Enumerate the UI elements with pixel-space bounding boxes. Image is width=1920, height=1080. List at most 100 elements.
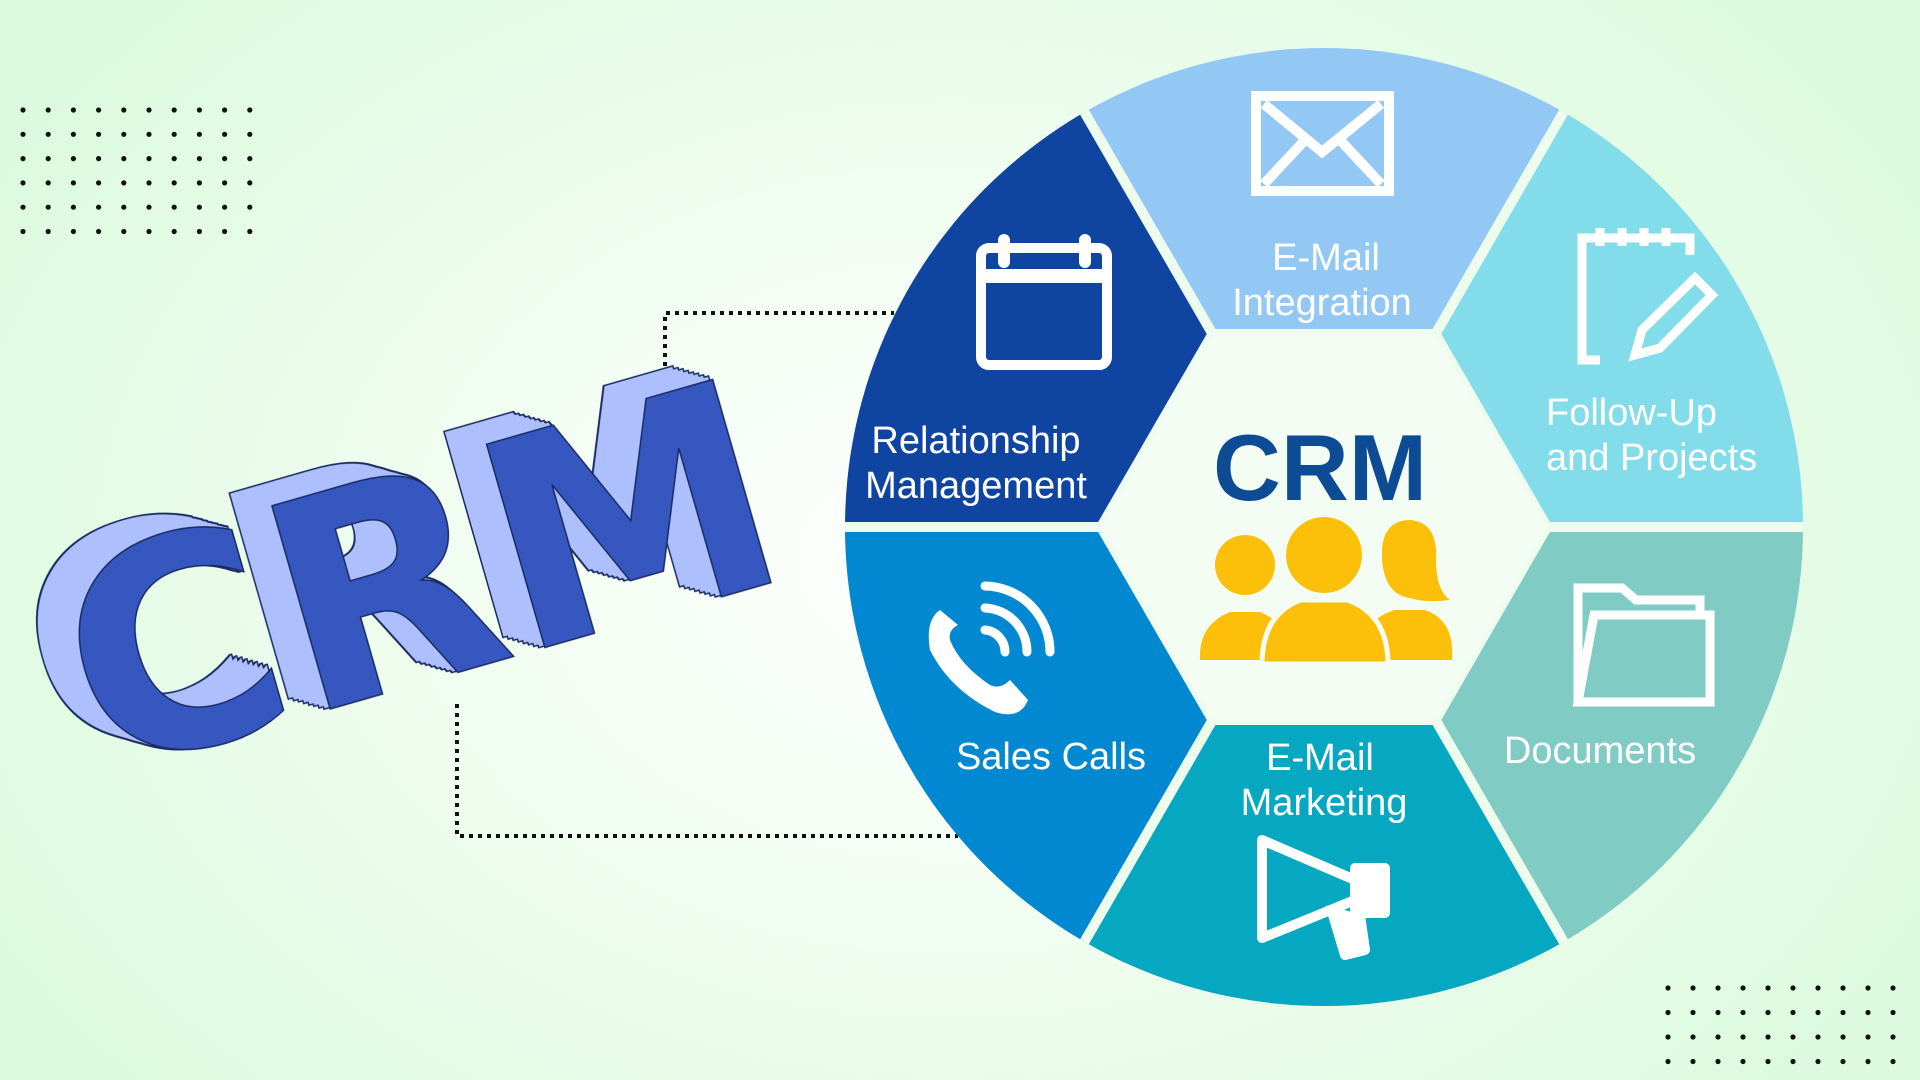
grid-dot (1665, 985, 1671, 991)
grid-dot (45, 131, 51, 137)
grid-dot (1840, 1009, 1846, 1016)
grid-dot (1890, 1058, 1896, 1065)
grid-dot (247, 228, 253, 235)
grid-dot (1690, 1034, 1696, 1040)
grid-dot (1715, 1034, 1721, 1040)
label-documents: Documents (1504, 730, 1696, 772)
label-line: Relationship (871, 420, 1080, 462)
grid-dot (1765, 1034, 1771, 1040)
grid-dot (121, 228, 127, 235)
grid-dot (20, 107, 26, 113)
label-line: E-Mail (1266, 737, 1374, 779)
hero-title: CRM (26, 318, 816, 842)
label-email-integration: E-Mail Integration (1232, 237, 1412, 324)
grid-dot (222, 204, 228, 210)
grid-dot (96, 180, 102, 186)
label-line: Follow-Up (1546, 392, 1717, 434)
grid-dot (1865, 1009, 1871, 1016)
grid-dot (121, 156, 127, 162)
crm-wheel (845, 48, 1920, 1080)
grid-dot (1815, 1009, 1821, 1016)
grid-dot (70, 156, 76, 162)
grid-dot (20, 131, 26, 137)
grid-dot (222, 228, 228, 235)
label-line: Management (865, 465, 1087, 507)
grid-dot (20, 180, 26, 186)
calendar-icon (976, 234, 1112, 370)
folder-icon (1572, 583, 1715, 707)
people-icon (1199, 517, 1453, 667)
hero-3d-crm-text: CRM (25, 317, 816, 842)
grid-dot (1740, 1009, 1746, 1016)
grid-dot (1740, 1058, 1746, 1065)
grid-dot (45, 156, 51, 162)
grid-dot (45, 180, 51, 186)
grid-dot (1840, 1034, 1846, 1040)
grid-dot (1790, 985, 1796, 991)
grid-dot (70, 228, 76, 235)
grid-dot (96, 131, 102, 137)
grid-dot (70, 204, 76, 210)
label-sales-calls: Sales Calls (956, 736, 1146, 778)
grid-dot (1765, 985, 1771, 991)
grid-dot (1815, 1058, 1821, 1065)
grid-dot (45, 228, 51, 235)
grid-dot (20, 228, 26, 235)
grid-dot (1815, 1034, 1821, 1040)
grid-dot (247, 107, 253, 113)
grid-dot (1765, 1009, 1771, 1016)
grid-dot (1890, 1009, 1896, 1016)
grid-dot (1790, 1058, 1796, 1065)
megaphone-icon (1257, 835, 1390, 960)
notepad-pencil-icon (1577, 228, 1719, 365)
grid-dot (1790, 1034, 1796, 1040)
grid-dot (1815, 985, 1821, 991)
grid-dot (196, 156, 202, 162)
label-email-marketing: E-Mail Marketing (1241, 737, 1408, 824)
grid-dot (1765, 1058, 1771, 1065)
label-line: and Projects (1546, 437, 1757, 479)
dot-grid-top-left (20, 107, 253, 235)
grid-dot (247, 204, 253, 210)
grid-dot (1690, 985, 1696, 991)
grid-dot (96, 228, 102, 235)
grid-dot (1665, 1009, 1671, 1016)
grid-dot (1665, 1058, 1671, 1065)
segment-documents[interactable] (1429, 522, 1920, 1080)
grid-dot (1715, 985, 1721, 991)
grid-dot (171, 156, 177, 162)
grid-dot (1840, 985, 1846, 991)
grid-dot (196, 228, 202, 235)
grid-dot (1740, 1034, 1746, 1040)
grid-dot (247, 180, 253, 186)
grid-dot (1890, 1034, 1896, 1040)
label-follow-up: Follow-Up and Projects (1546, 392, 1757, 479)
envelope-icon (1251, 91, 1394, 196)
grid-dot (222, 156, 228, 162)
grid-dot (247, 131, 253, 137)
grid-dot (70, 180, 76, 186)
grid-dot (1865, 1034, 1871, 1040)
grid-dot (96, 156, 102, 162)
grid-dot (146, 107, 152, 113)
grid-dot (222, 180, 228, 186)
grid-dot (1715, 1009, 1721, 1016)
grid-dot (70, 131, 76, 137)
grid-dot (1690, 1009, 1696, 1016)
grid-dot (222, 107, 228, 113)
label-line: Integration (1232, 282, 1412, 324)
phone-icon (928, 581, 1055, 715)
label-line: E-Mail (1272, 237, 1380, 279)
grid-dot (196, 107, 202, 113)
grid-dot (247, 156, 253, 162)
dot-grid-bottom-right (1665, 985, 1896, 1065)
grid-dot (45, 107, 51, 113)
grid-dot (146, 156, 152, 162)
grid-dot (1790, 1009, 1796, 1016)
grid-dot (146, 131, 152, 137)
grid-dot (171, 107, 177, 113)
grid-dot (146, 228, 152, 235)
grid-dot (96, 204, 102, 210)
grid-dot (222, 131, 228, 137)
